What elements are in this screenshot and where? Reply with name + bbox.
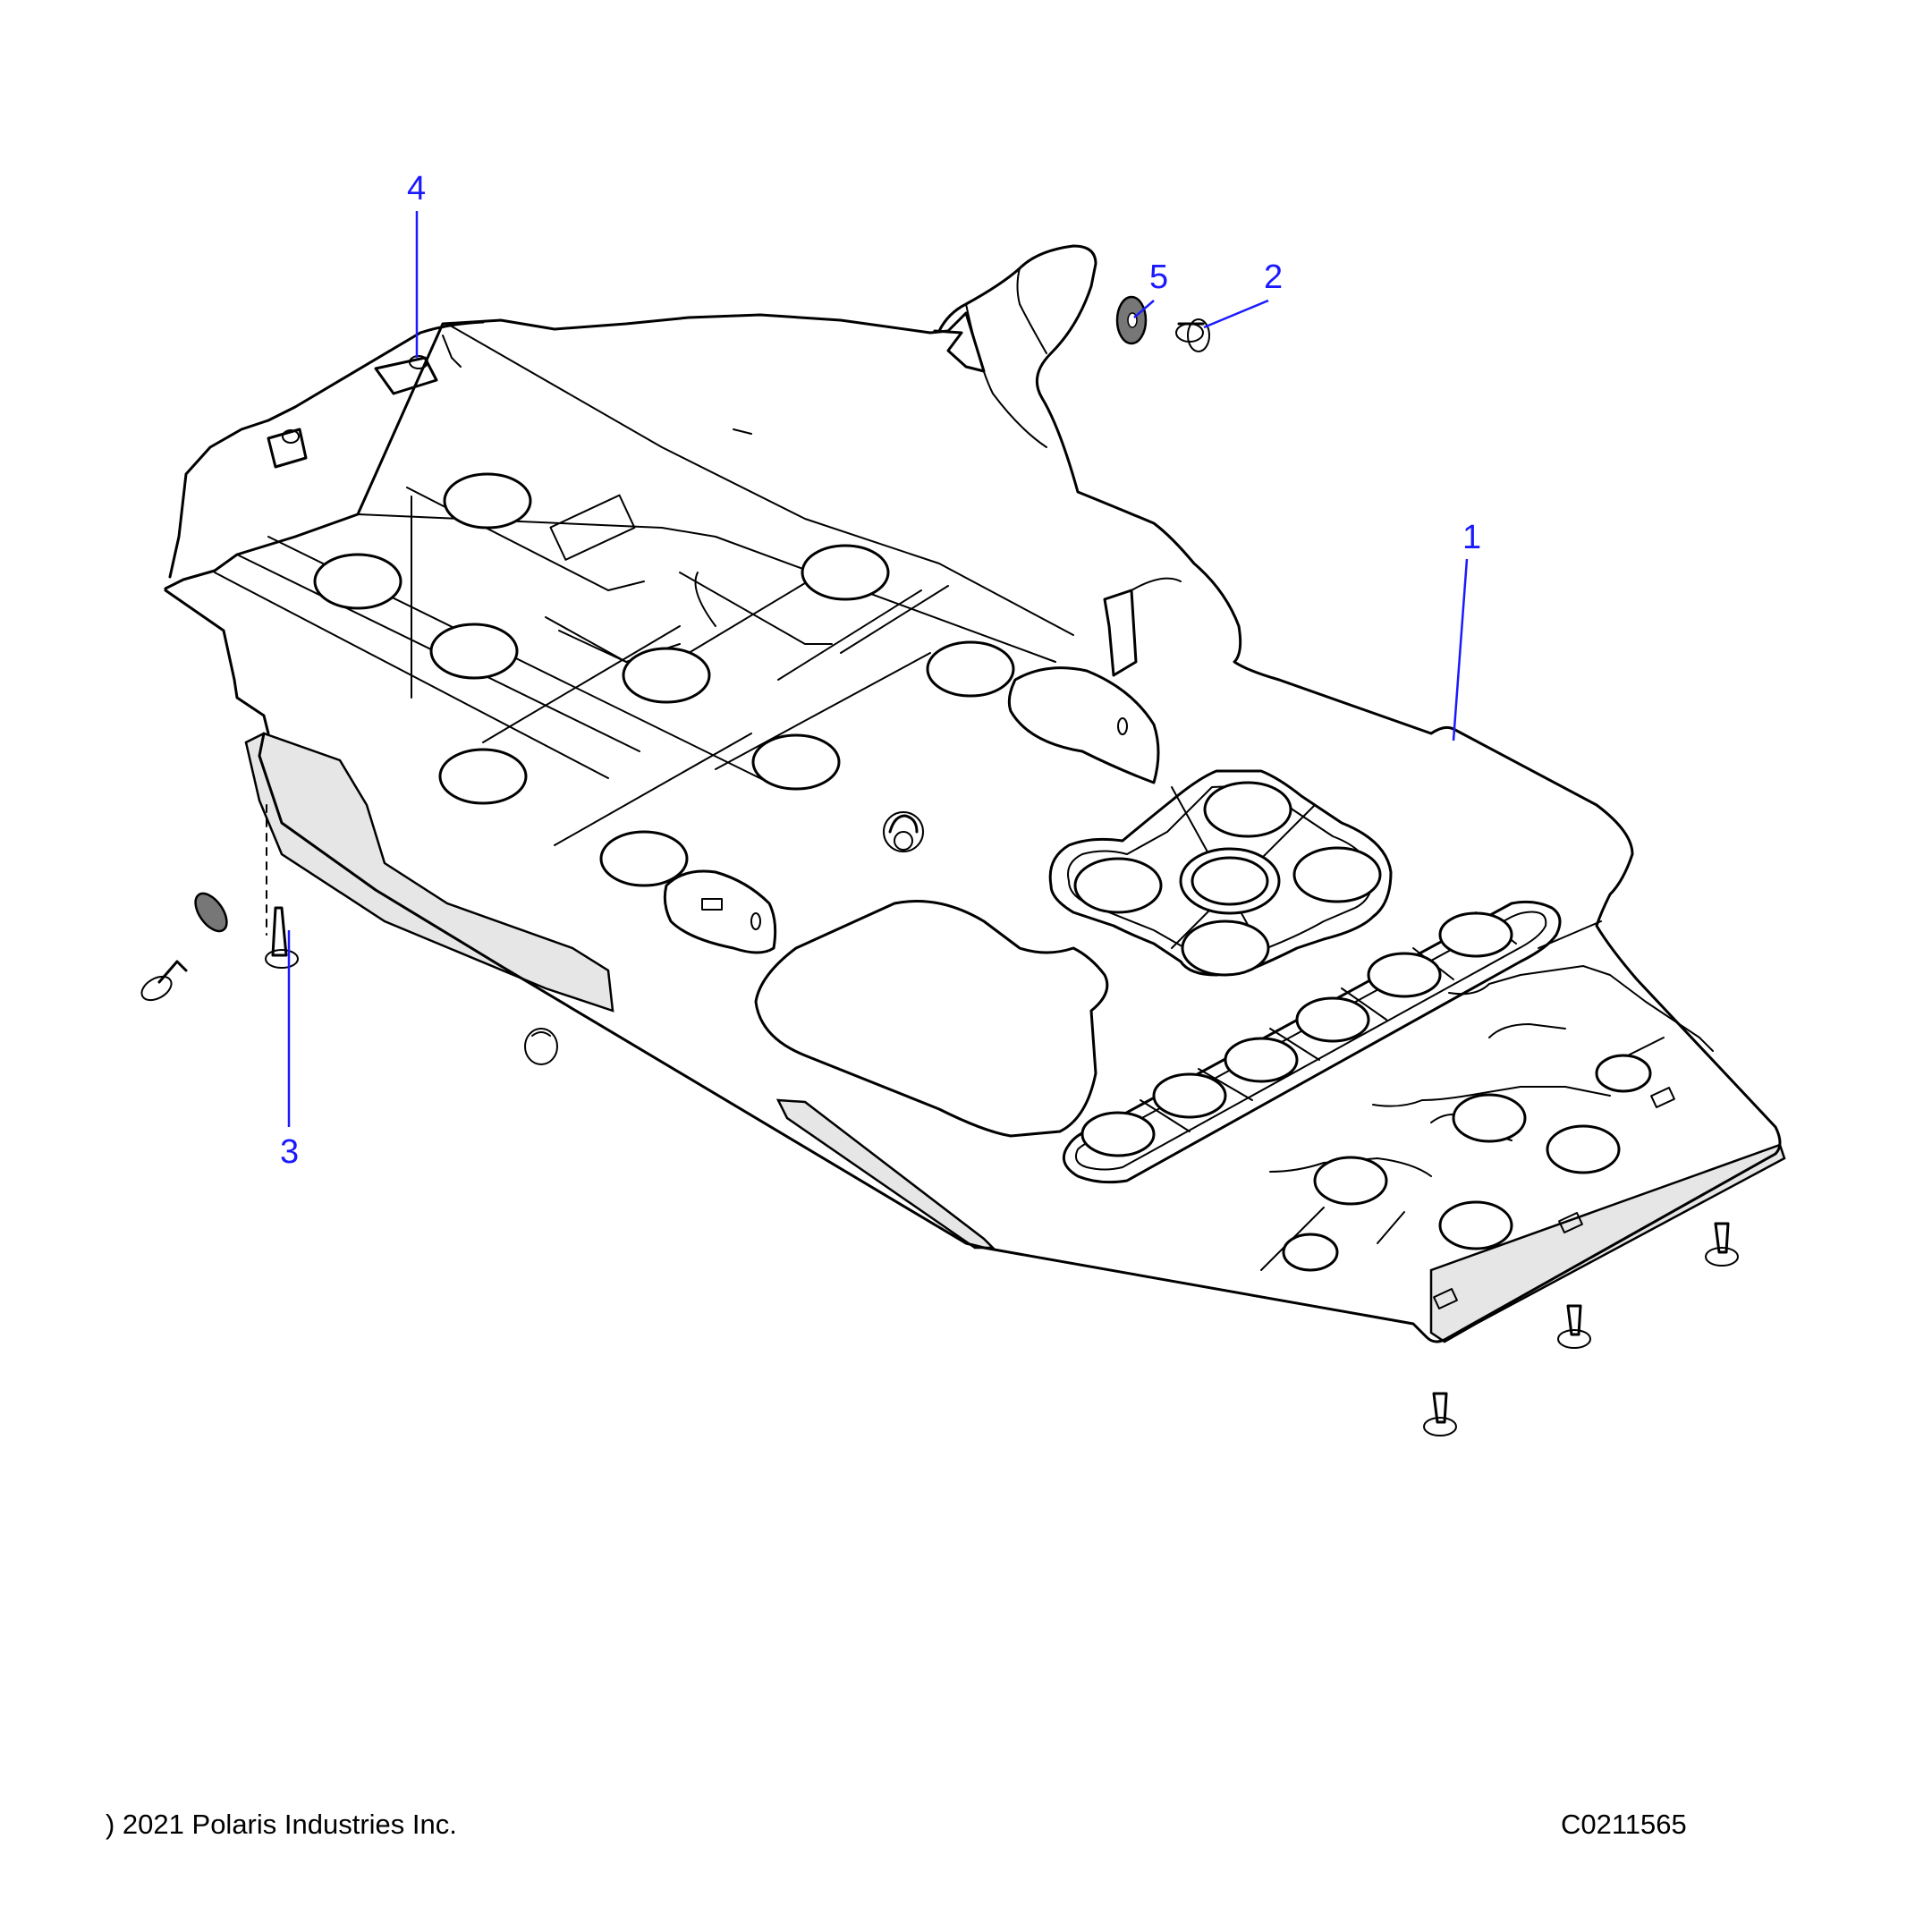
rivet-3 bbox=[265, 804, 299, 969]
callout-1-label: 1 bbox=[1462, 519, 1481, 556]
callout-1: 1 bbox=[1452, 519, 1481, 741]
screw-2 bbox=[1175, 318, 1210, 352]
rivet-right-1 bbox=[1705, 1222, 1739, 1267]
callout-3-label: 3 bbox=[280, 1133, 299, 1171]
washer-left bbox=[194, 892, 228, 933]
callout-5-label: 5 bbox=[1149, 258, 1168, 296]
clip-nut bbox=[267, 428, 308, 469]
bolt-left bbox=[140, 960, 188, 1002]
rivet-right-2 bbox=[1557, 1304, 1591, 1349]
washer-5 bbox=[1115, 295, 1148, 345]
rivet-right-3 bbox=[1423, 1392, 1457, 1436]
rivet-center bbox=[524, 1028, 558, 1065]
callout-4: 4 bbox=[407, 170, 426, 358]
callout-2-label: 2 bbox=[1264, 258, 1283, 296]
callout-5: 5 bbox=[1133, 258, 1168, 318]
clip-nut-4 bbox=[374, 355, 438, 395]
skid-plate bbox=[164, 244, 1786, 1343]
callout-4-label: 4 bbox=[407, 170, 426, 208]
callout-3: 3 bbox=[280, 930, 299, 1171]
plate-holes bbox=[313, 472, 1652, 1272]
figure-id: C0211565 bbox=[1561, 1809, 1687, 1840]
callout-2: 2 bbox=[1203, 258, 1283, 329]
copyright-text: ) 2021 Polaris Industries Inc. bbox=[106, 1809, 457, 1840]
